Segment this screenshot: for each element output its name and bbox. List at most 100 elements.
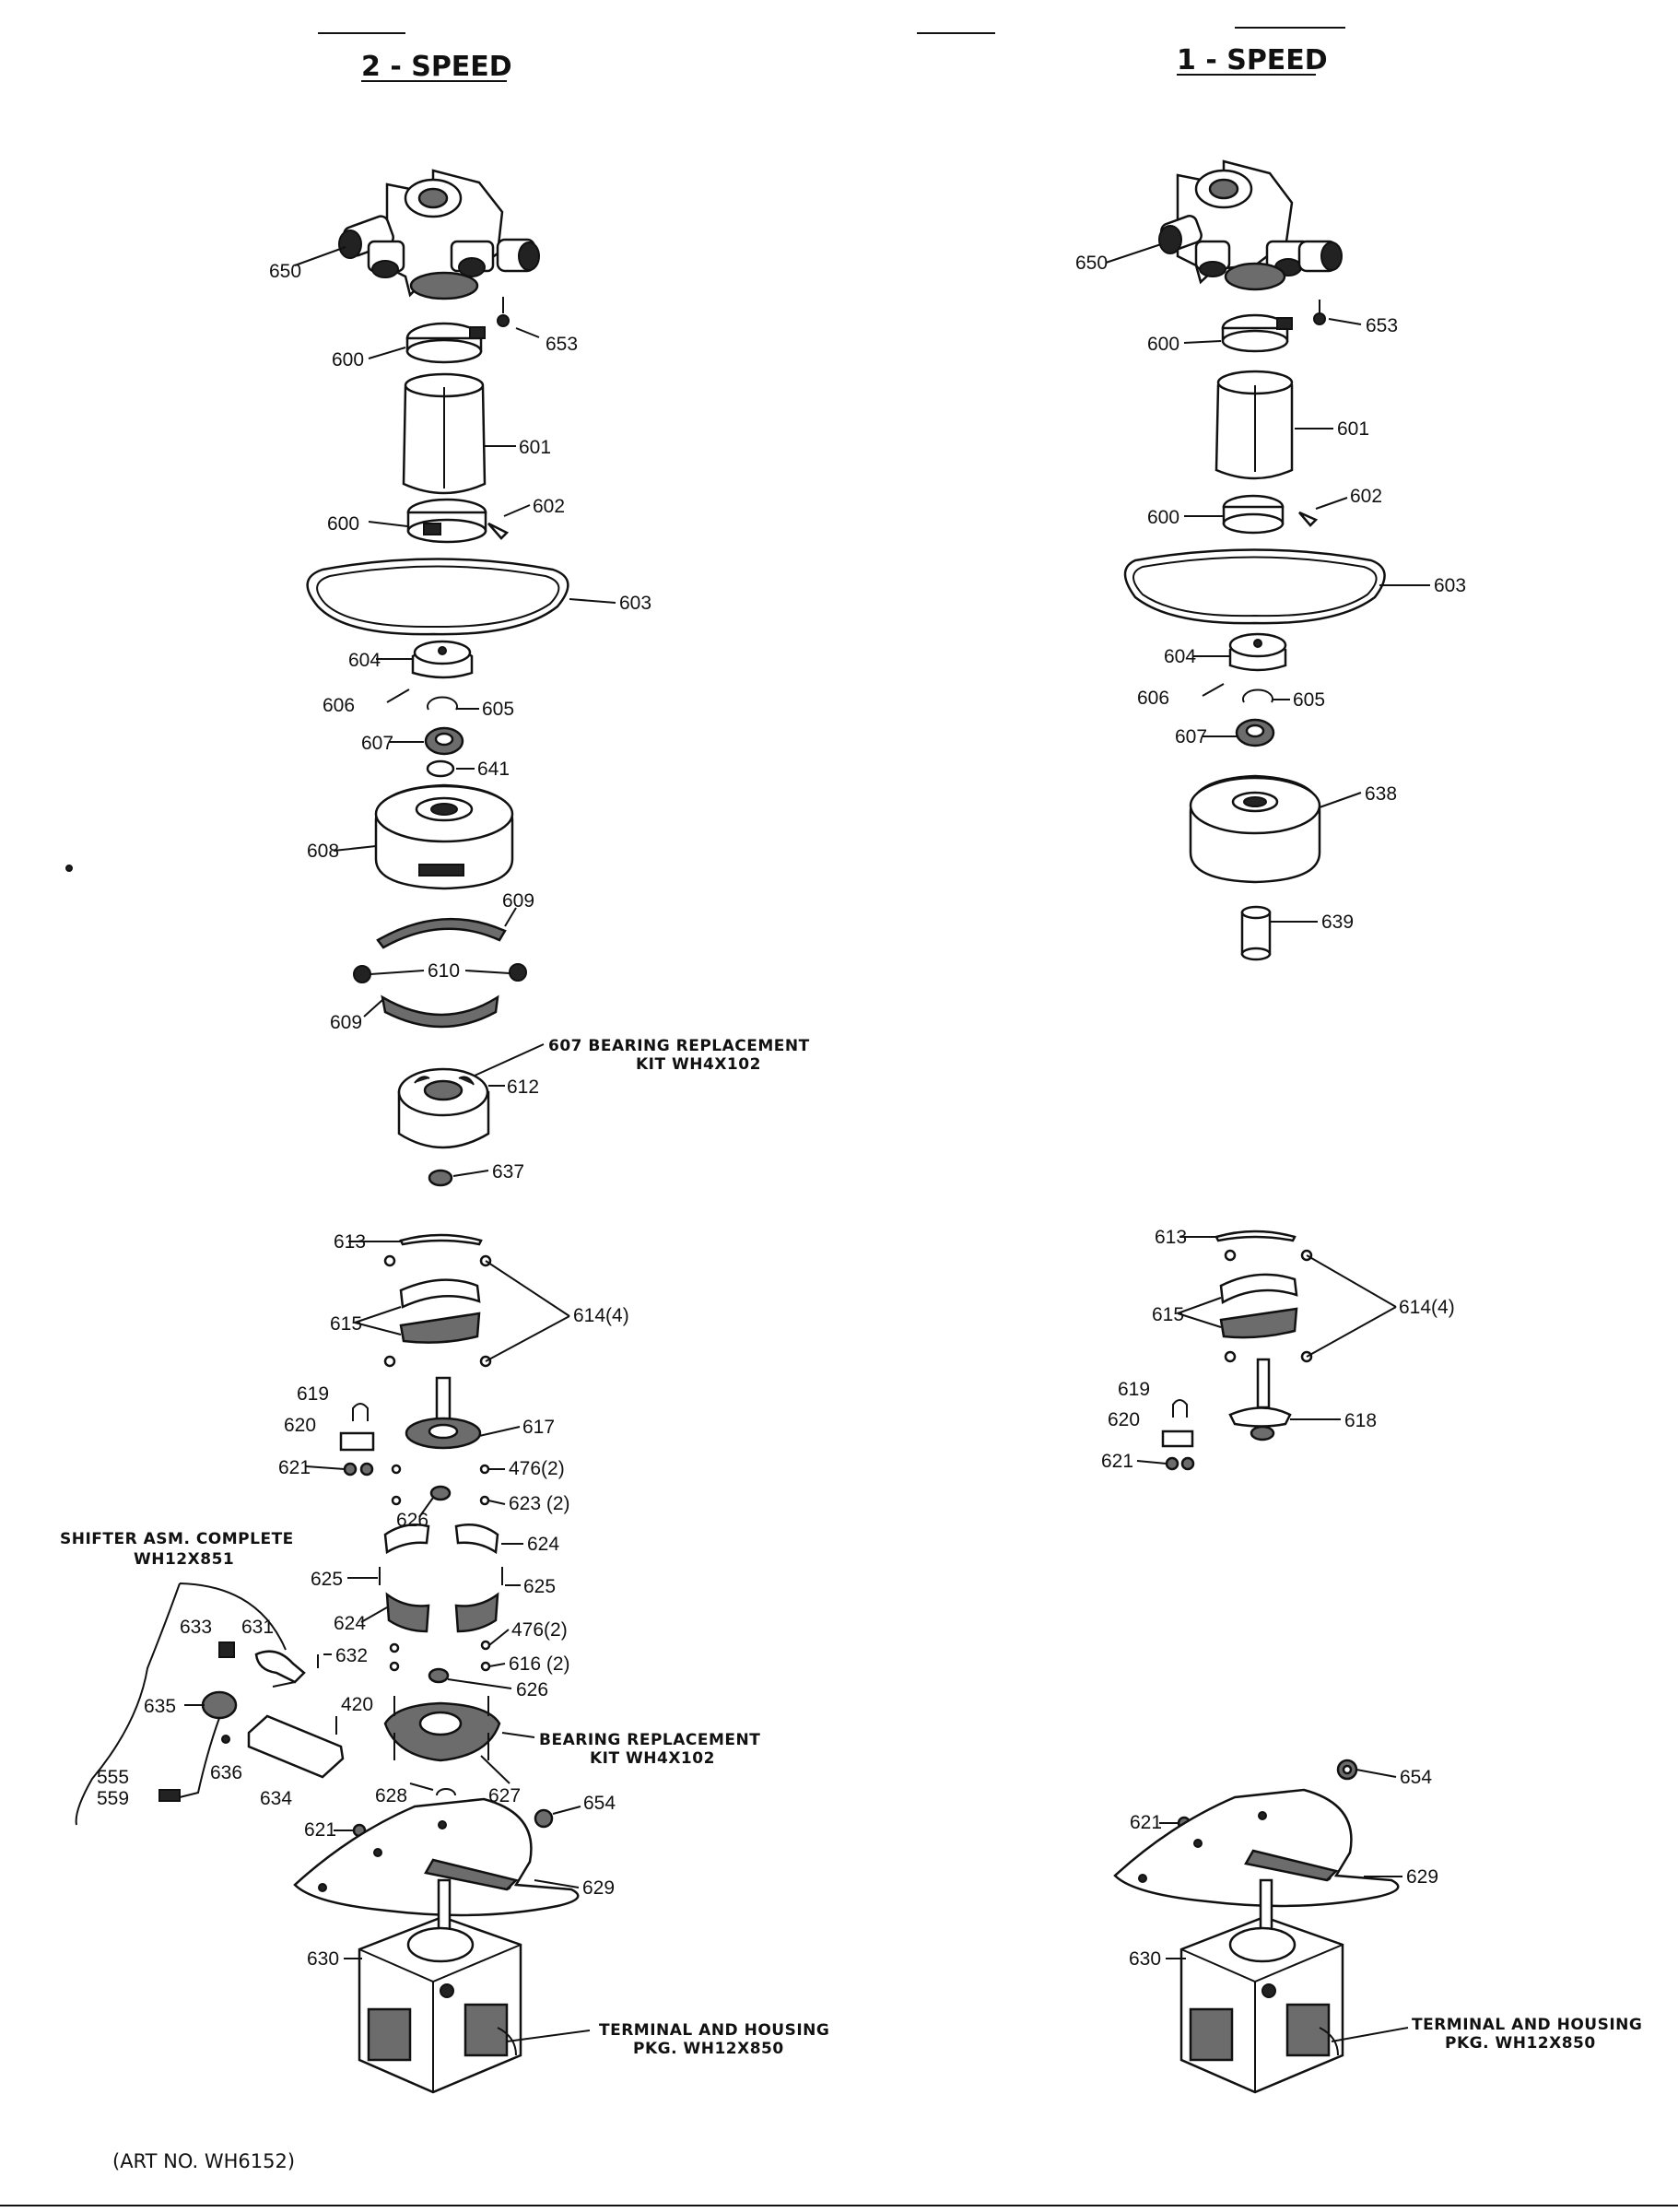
shaft-618-right: [1228, 1358, 1292, 1441]
note-terminal-right-1: TERMINAL AND HOUSING: [1412, 2016, 1642, 2034]
hub-612-left: [397, 1067, 490, 1149]
note-terminal-left-1: TERMINAL AND HOUSING: [599, 2021, 829, 2040]
pad-615-top-right: [1219, 1273, 1298, 1304]
label-624-left-bottom: 624: [334, 1613, 366, 1634]
bearing-607-left: [424, 726, 464, 756]
label-626-left-bottom: 626: [516, 1679, 548, 1700]
solenoid-635-left: [201, 1690, 238, 1720]
label-614-right: 614(4): [1399, 1297, 1455, 1318]
note-bearing-top-1: 607 BEARING REPLACEMENT: [548, 1037, 810, 1055]
label-638-right: 638: [1365, 783, 1397, 805]
label-607-left: 607: [361, 733, 393, 754]
label-601-left: 601: [519, 437, 551, 458]
ring-628-left: [436, 1788, 456, 1796]
screw-636-left: [221, 1735, 230, 1744]
leader-lines-left: [184, 246, 616, 2042]
label-621-right-bottom: 621: [1130, 1812, 1162, 1833]
label-632-left: 632: [335, 1645, 368, 1666]
belt-603-right: [1123, 548, 1386, 625]
label-630-right: 630: [1129, 1948, 1161, 1970]
hose-601-left: [402, 372, 487, 495]
label-600-left-bottom: 600: [327, 513, 359, 535]
shoe-624-bottom-left-a: [385, 1592, 430, 1633]
screw-653-right: [1313, 300, 1326, 325]
motor-630-left: [358, 1878, 522, 2094]
clip-602-left: [487, 522, 510, 540]
cap-633-left: [218, 1641, 235, 1658]
clip-602-right: [1298, 511, 1319, 527]
label-650-right: 650: [1075, 253, 1108, 274]
label-420-left: 420: [341, 1694, 373, 1715]
nuts-621-right: [1165, 1456, 1195, 1471]
label-617-left: 617: [522, 1417, 555, 1438]
wire-harness-555-559-left: [179, 1717, 220, 1798]
plate-620-left: [339, 1431, 375, 1452]
label-605-right: 605: [1293, 689, 1325, 711]
label-629-left: 629: [582, 1877, 615, 1899]
label-600-right-top: 600: [1147, 334, 1179, 355]
label-626-left-top: 626: [396, 1510, 428, 1531]
label-634-left: 634: [260, 1788, 292, 1809]
label-609-left-bottom: 609: [330, 1012, 362, 1033]
label-613-left: 613: [334, 1231, 366, 1253]
leader-lines-right: [1105, 243, 1430, 2042]
nut-654-right: [1336, 1759, 1358, 1781]
note-bearing-low-1: BEARING REPLACEMENT: [539, 1731, 760, 1749]
label-630-left: 630: [307, 1948, 339, 1970]
label-615-right: 615: [1152, 1304, 1184, 1325]
label-619-right: 619: [1118, 1379, 1150, 1400]
title-2-speed: 2 - SPEED: [361, 51, 512, 83]
belt-603-left: [306, 558, 569, 636]
clamp-600-right-bottom: [1222, 494, 1285, 535]
label-600-left-top: 600: [332, 349, 364, 371]
pin-606-right: [1202, 683, 1225, 697]
label-608-left: 608: [307, 841, 339, 862]
connector-555-559-left: [158, 1789, 181, 1802]
label-623-left: 623 (2): [509, 1493, 570, 1514]
label-613-right: 613: [1155, 1227, 1187, 1248]
note-terminal-left-2: PKG. WH12X850: [633, 2040, 784, 2058]
sleeve-639-right: [1240, 905, 1272, 961]
label-600-right-bottom: 600: [1147, 507, 1179, 528]
nut-626-left-top: [429, 1485, 452, 1501]
washer-641-left: [426, 759, 455, 778]
note-bearing-low-2: KIT WH4X102: [590, 1749, 715, 1768]
screw-653-left: [497, 297, 510, 327]
label-620-right: 620: [1108, 1409, 1140, 1430]
clamp-600-right-top: [1221, 313, 1293, 353]
washers-614-right: [1224, 1249, 1313, 1363]
brake-shoe-609-bottom-left: [381, 994, 499, 1029]
art-number: (ART NO. WH6152): [112, 2150, 295, 2172]
shifter-631-left: [254, 1650, 306, 1684]
label-604-right: 604: [1164, 646, 1196, 667]
bracket-634-left: [247, 1714, 345, 1779]
label-621-left-top: 621: [278, 1457, 311, 1478]
pad-615-top-left: [399, 1278, 481, 1309]
label-619-left: 619: [297, 1383, 329, 1405]
label-618-right: 618: [1344, 1410, 1377, 1431]
plate-620-right: [1161, 1430, 1194, 1448]
note-terminal-right-2: PKG. WH12X850: [1445, 2034, 1596, 2053]
clip-613-right: [1214, 1230, 1297, 1242]
brake-shoe-609-top-left: [376, 917, 507, 949]
title-1-speed: 1 - SPEED: [1177, 44, 1328, 76]
nut-637-left: [428, 1169, 453, 1187]
label-476-left-bottom: 476(2): [511, 1619, 568, 1641]
ring-605-left: [427, 696, 458, 711]
note-shifter-2: WH12X851: [134, 1550, 234, 1569]
label-624-left-top: 624: [527, 1534, 559, 1555]
label-641-left: 641: [477, 759, 510, 780]
label-631-left: 631: [241, 1617, 274, 1638]
shaft-617-left: [405, 1376, 482, 1450]
label-601-right: 601: [1337, 418, 1369, 440]
label-603-left: 603: [619, 593, 651, 614]
base-plate-629-right: [1113, 1788, 1400, 1908]
label-615-left: 615: [330, 1313, 362, 1335]
pad-615-bottom-right: [1219, 1307, 1298, 1339]
label-637-left: 637: [492, 1161, 524, 1182]
label-606-right: 606: [1137, 688, 1169, 709]
washers-476-616-left: [389, 1640, 491, 1672]
shoe-624-bottom-left-b: [454, 1592, 499, 1633]
label-654-right: 654: [1400, 1767, 1432, 1788]
